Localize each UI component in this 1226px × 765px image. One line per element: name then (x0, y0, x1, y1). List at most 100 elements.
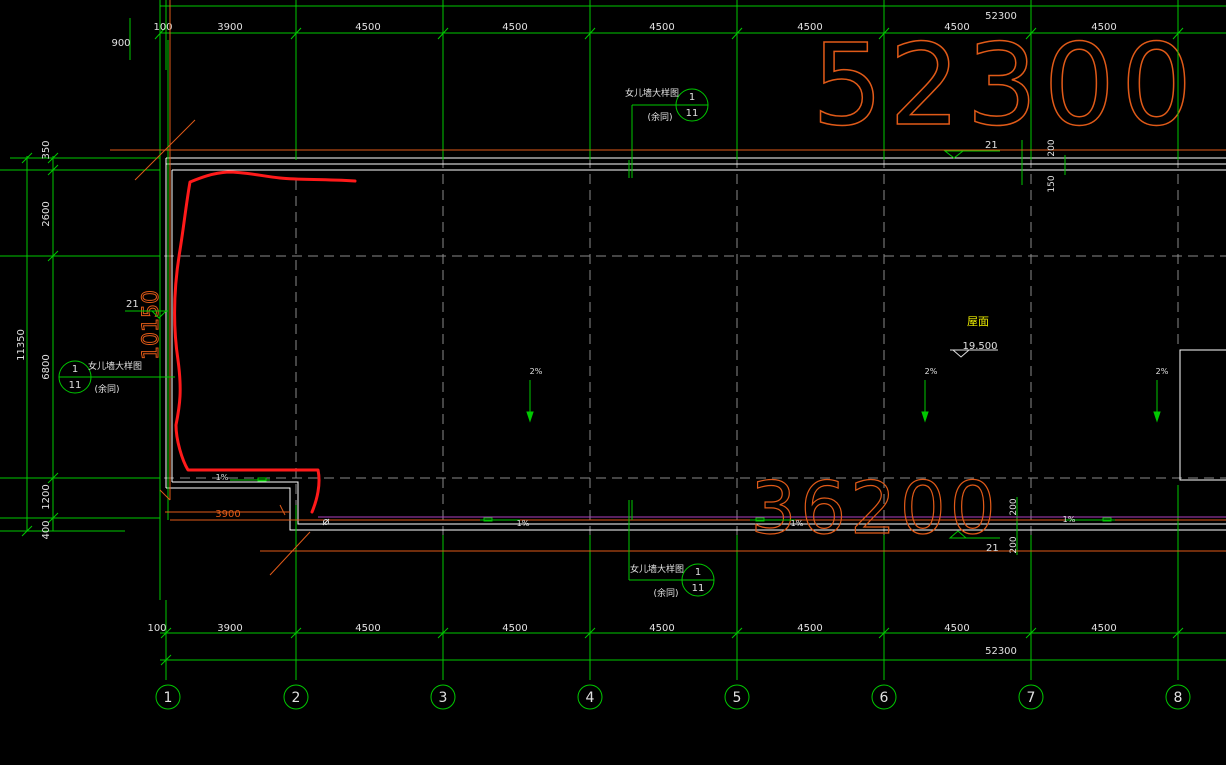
bottom-span-7: 4500 (1091, 623, 1116, 634)
left-dim-900: 900 (111, 38, 130, 49)
slope-2pct-c: 2% (1156, 367, 1169, 376)
axis-bubble-labels: 1 2 3 4 5 6 7 8 (164, 690, 1183, 706)
left-dim-1200: 1200 (41, 484, 52, 509)
axis-bubbles (155, 684, 1191, 710)
axis-bubble-7 (1018, 684, 1044, 710)
bottom-dimension-texts: 100 3900 4500 4500 4500 4500 4500 4500 5… (147, 623, 1116, 657)
dim-200-bottom-a: 200 (1009, 498, 1019, 515)
axis-label-2: 2 (292, 690, 301, 706)
callout-title: 女儿墙大样图 (88, 360, 142, 372)
left-dimension-lines (0, 152, 160, 537)
level-marker-left: 21 (125, 299, 168, 319)
parapet-outline (165, 157, 1226, 531)
slope-1pct-c: 1% (791, 519, 804, 528)
dim-150-top: 150 (1047, 175, 1057, 192)
bottom-total-dim: 52300 (985, 646, 1017, 657)
slope-texts-2pct: 2% 2% 2% (530, 367, 1169, 376)
top-span-2: 4500 (355, 22, 380, 33)
dim-200-top: 200 (1047, 139, 1057, 156)
roof-elevation-value: 19.500 (963, 341, 998, 352)
slope-1pct-b: 1% (517, 519, 530, 528)
section-callout-left[interactable]: 女儿墙大样图 (余同) 1 11 (58, 360, 175, 395)
bottom-span-2: 4500 (355, 623, 380, 634)
left-dimension-texts: 11350 350 2600 6800 1200 400 (16, 140, 52, 539)
axis-bubble-3 (430, 684, 456, 710)
axis-bubble-4 (577, 684, 603, 710)
top-dimension-texts: 52300 100 3900 4500 4500 4500 4500 4500 … (111, 11, 1116, 49)
slope-arrows-2pct (526, 380, 1161, 423)
callout-note: (余同) (94, 383, 119, 395)
grid-axes (100, 110, 1226, 600)
bottom-span-3: 4500 (502, 623, 527, 634)
slope-1pct-a: 1% (216, 473, 229, 482)
section-callout-top[interactable]: 女儿墙大样图 (余同) 1 11 (625, 87, 709, 178)
top-span-1: 3900 (217, 22, 242, 33)
callout-title: 女儿墙大样图 (625, 87, 679, 99)
level-21-top: 21 (985, 140, 998, 151)
red-markup-outline (173, 170, 357, 514)
bottom-span-1: 3900 (217, 623, 242, 634)
callout-number-top: 1 (689, 92, 695, 103)
left-total-dim: 11350 (16, 329, 27, 361)
slope-arrows-1pct (230, 477, 1115, 522)
left-dim-6800: 6800 (41, 354, 52, 379)
left-dim-400: 400 (41, 520, 52, 539)
axis-bubble-5 (724, 684, 750, 710)
axis-label-5: 5 (733, 690, 742, 706)
dim-200-bottom-b: 200 (1009, 536, 1019, 553)
roof-elevation: 屋面 19.500 (950, 315, 998, 358)
big-annotation-10150: 10150 (139, 290, 164, 360)
right-small-dims: 200 150 200 200 (1009, 139, 1057, 553)
bottom-dimension-lines (160, 600, 1226, 680)
callout-number-top: 1 (695, 567, 701, 578)
axis-bubble-2 (283, 684, 309, 710)
top-dimension-lines (129, 0, 1226, 70)
slope-1pct-d: 1% (1063, 515, 1076, 524)
top-span-7: 4500 (1091, 22, 1116, 33)
red-dim-3900: 3900 (215, 509, 240, 520)
inner-dimension-lines (159, 40, 1179, 600)
callout-number-bottom: 11 (692, 583, 705, 594)
axis-label-4: 4 (586, 690, 595, 706)
bottom-span-5: 4500 (797, 623, 822, 634)
section-callout-bottom[interactable]: 女儿墙大样图 (余同) 1 11 (628, 500, 715, 599)
callout-note: (余同) (653, 587, 678, 599)
slope-texts-1pct: 1% 1% 1% 1% (216, 473, 1076, 528)
slope-2pct-a: 2% (530, 367, 543, 376)
bottom-span-6: 4500 (944, 623, 969, 634)
top-total-dim: 52300 (985, 11, 1017, 22)
slope-2pct-b: 2% (925, 367, 938, 376)
bottom-span-4: 4500 (649, 623, 674, 634)
top-span-4: 4500 (649, 22, 674, 33)
callout-title: 女儿墙大样图 (630, 563, 684, 575)
roof-label: 屋面 (967, 315, 989, 328)
left-dim-2600: 2600 (41, 201, 52, 226)
axis-bubble-1 (155, 684, 181, 710)
axis-bubble-8 (1165, 684, 1191, 710)
callout-number-bottom: 11 (69, 380, 82, 391)
level-marker-bottom: 21 (948, 530, 1000, 554)
top-span-6: 4500 (944, 22, 969, 33)
drain-symbol (322, 518, 330, 526)
axis-label-1: 1 (164, 690, 173, 706)
level-21-left: 21 (126, 299, 139, 310)
axis-label-8: 8 (1174, 690, 1183, 706)
big-annotation-52300: 52300 (812, 21, 1198, 151)
top-span-3: 4500 (502, 22, 527, 33)
big-annotation-36200: 36200 (750, 466, 999, 550)
top-offset-dim: 100 (153, 22, 172, 33)
axis-label-7: 7 (1027, 690, 1036, 706)
callout-number-top: 1 (72, 364, 78, 375)
axis-label-3: 3 (439, 690, 448, 706)
callout-note: (余同) (647, 111, 672, 123)
level-marker-top: 21 (943, 140, 1000, 159)
axis-bubble-6 (871, 684, 897, 710)
level-21-bottom: 21 (986, 543, 999, 554)
left-dim-350: 350 (41, 140, 52, 159)
orange-structure-lines (110, 0, 1226, 576)
callout-number-bottom: 11 (686, 108, 699, 119)
top-span-5: 4500 (797, 22, 822, 33)
bottom-offset-dim: 100 (147, 623, 166, 634)
axis-label-6: 6 (880, 690, 889, 706)
